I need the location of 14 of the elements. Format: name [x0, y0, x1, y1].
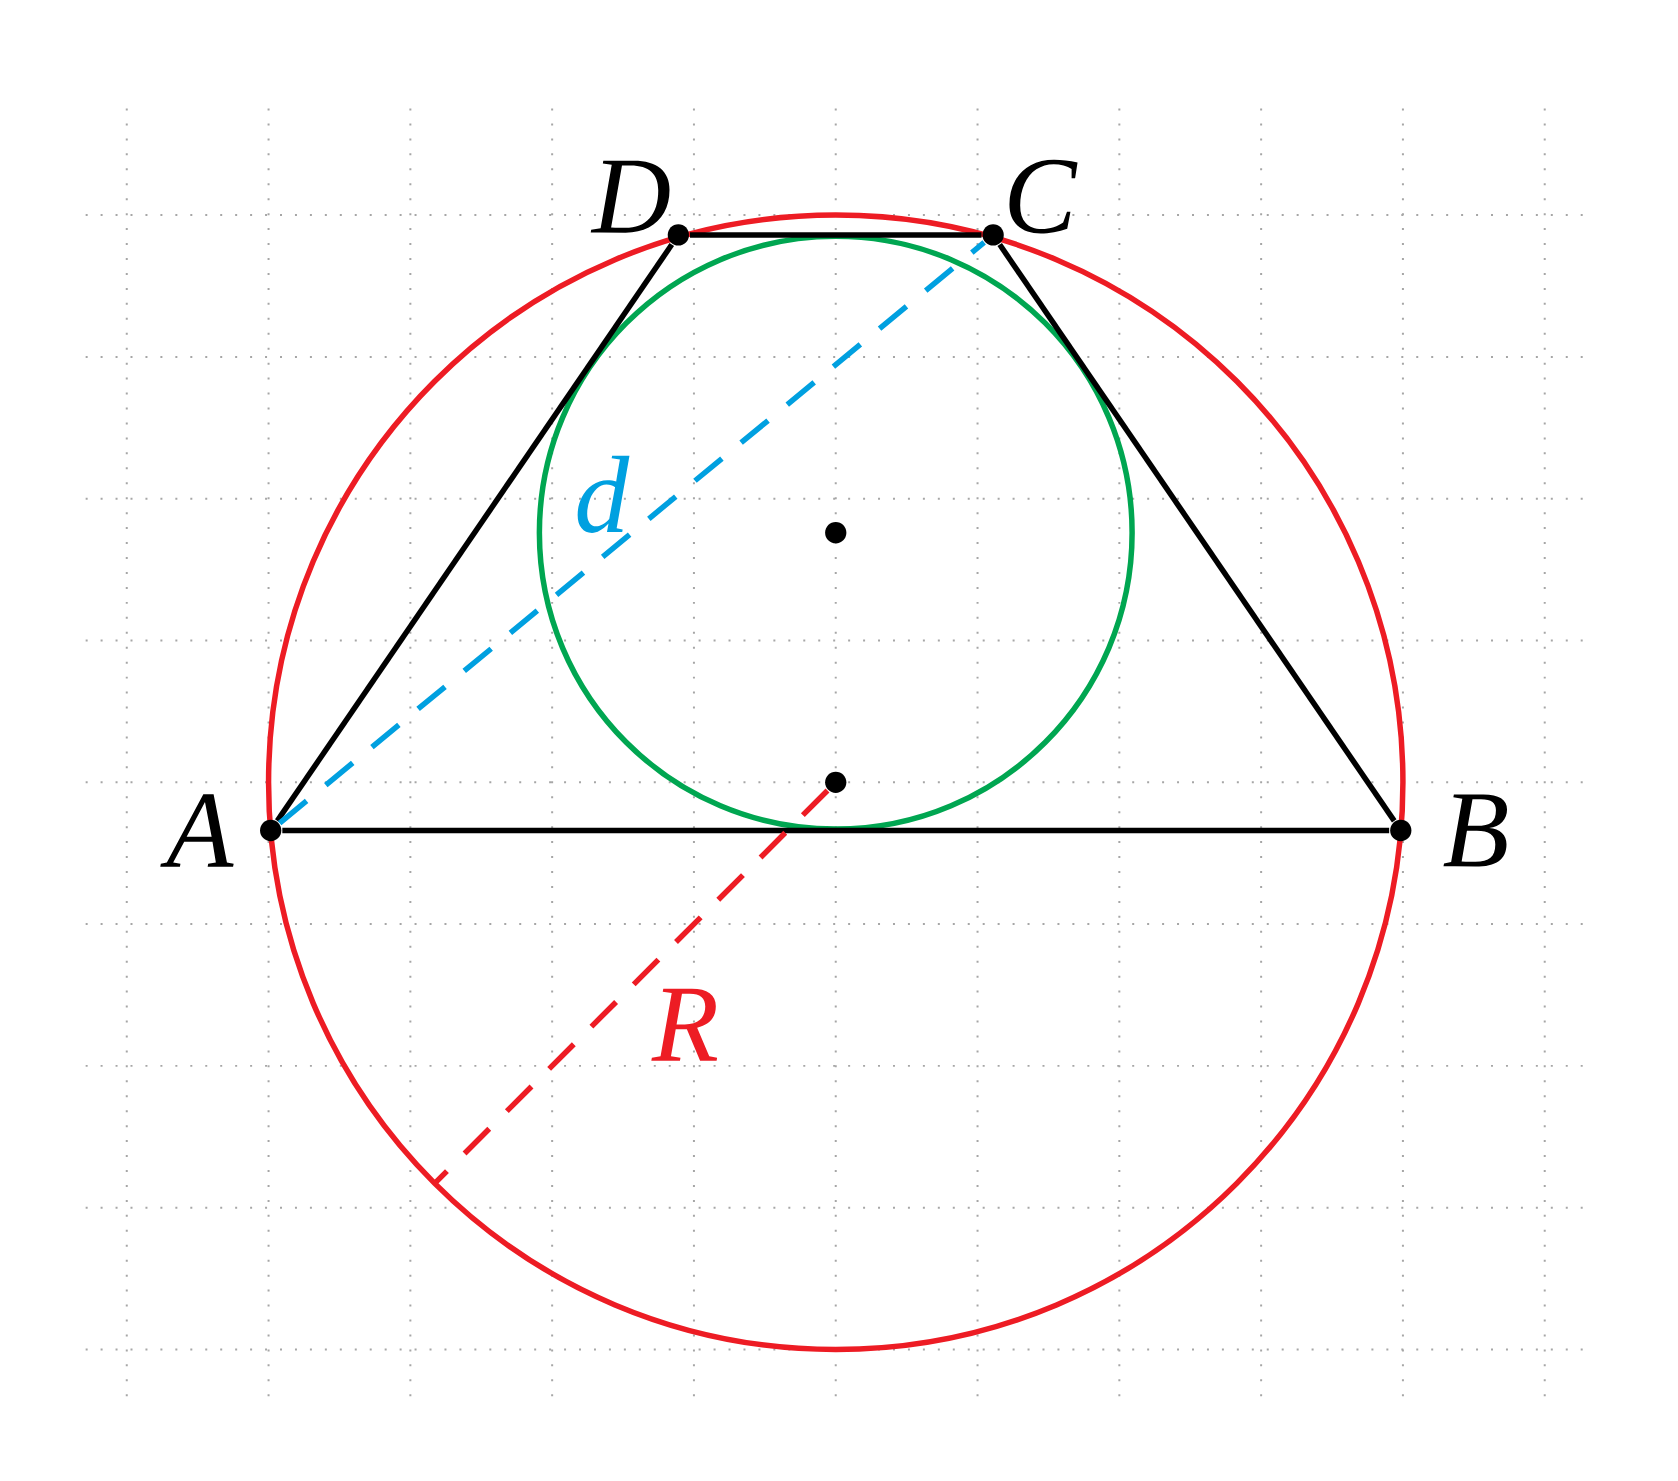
segment [282, 827, 1390, 834]
point [825, 771, 847, 793]
point-label: D [590, 160, 670, 233]
segment [690, 232, 982, 238]
dashed-segment [277, 240, 986, 826]
segment [997, 243, 1397, 823]
dashed-segment [432, 788, 830, 1186]
point [825, 522, 847, 544]
point-label: B [1443, 794, 1508, 867]
edge-label: d [577, 455, 630, 533]
edge-label: R [651, 988, 718, 1061]
segment [275, 243, 675, 823]
point-label: C [1009, 159, 1078, 234]
point-label: A [160, 794, 234, 867]
